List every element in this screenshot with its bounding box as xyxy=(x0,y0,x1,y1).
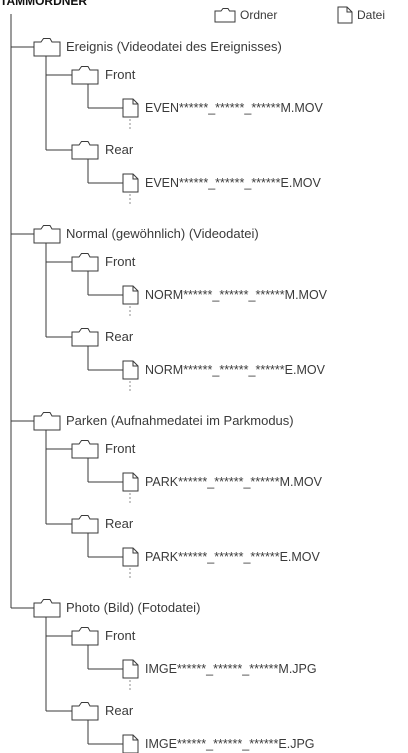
continuation-dot xyxy=(129,306,131,308)
continuation-dot xyxy=(129,202,131,204)
continuation-dot xyxy=(129,389,131,391)
group-folder-label: Photo (Bild) (Fotodatei) xyxy=(66,600,201,615)
file-icon xyxy=(122,659,139,679)
continuation-dot xyxy=(129,310,131,312)
continuation-dot xyxy=(129,568,131,570)
continuation-dot xyxy=(129,680,131,682)
folder-icon xyxy=(71,440,99,459)
front-folder-label: Front xyxy=(105,254,136,269)
rear-folder-label: Rear xyxy=(105,329,134,344)
file-icon xyxy=(337,6,353,24)
continuation-dot xyxy=(129,381,131,383)
file-icon xyxy=(122,173,139,193)
file-name-label: IMGE******_******_******M.JPG xyxy=(145,662,317,676)
continuation-dot xyxy=(129,198,131,200)
file-name-label: NORM******_******_******E.MOV xyxy=(145,363,325,377)
folder-icon xyxy=(71,328,99,347)
front-folder-label: Front xyxy=(105,67,136,82)
folder-icon xyxy=(33,225,61,244)
file-icon xyxy=(122,547,139,567)
continuation-dot xyxy=(129,497,131,499)
rear-folder-label: Rear xyxy=(105,703,134,718)
file-name-label: EVEN******_******_******M.MOV xyxy=(145,101,323,115)
folder-icon xyxy=(71,66,99,85)
file-icon xyxy=(122,98,139,118)
front-folder-label: Front xyxy=(105,628,136,643)
folder-icon xyxy=(214,8,236,23)
file-name-label: IMGE******_******_******E.JPG xyxy=(145,737,315,751)
continuation-dot xyxy=(129,385,131,387)
legend-folder-label: Ordner xyxy=(240,8,278,22)
file-name-label: PARK******_******_******E.MOV xyxy=(145,550,320,564)
root-folder-label: TAMMORDNER xyxy=(0,0,88,8)
folder-icon xyxy=(71,253,99,272)
file-icon xyxy=(122,360,139,380)
file-name-label: PARK******_******_******M.MOV xyxy=(145,475,322,489)
folder-icon xyxy=(71,515,99,534)
group-folder-label: Parken (Aufnahmedatei im Parkmodus) xyxy=(66,413,294,428)
continuation-dot xyxy=(129,572,131,574)
rear-folder-label: Rear xyxy=(105,142,134,157)
continuation-dot xyxy=(129,119,131,121)
folder-icon xyxy=(33,599,61,618)
continuation-dot xyxy=(129,127,131,129)
front-folder-label: Front xyxy=(105,441,136,456)
file-name-label: NORM******_******_******M.MOV xyxy=(145,288,328,302)
continuation-dot xyxy=(129,501,131,503)
file-icon xyxy=(122,472,139,492)
folder-icon xyxy=(71,627,99,646)
continuation-dot xyxy=(129,688,131,690)
folder-icon xyxy=(33,38,61,57)
continuation-dot xyxy=(129,576,131,578)
group-folder-label: Normal (gewöhnlich) (Videodatei) xyxy=(66,226,259,241)
folder-icon xyxy=(71,702,99,721)
continuation-dot xyxy=(129,194,131,196)
folder-icon xyxy=(71,141,99,160)
file-icon xyxy=(122,285,139,305)
continuation-dot xyxy=(129,684,131,686)
file-icon xyxy=(122,734,139,753)
file-name-label: EVEN******_******_******E.MOV xyxy=(145,176,321,190)
continuation-dot xyxy=(129,493,131,495)
legend-file-label: Datei xyxy=(357,8,386,22)
folder-icon xyxy=(33,412,61,431)
continuation-dot xyxy=(129,314,131,316)
group-folder-label: Ereignis (Videodatei des Ereignisses) xyxy=(66,39,282,54)
rear-folder-label: Rear xyxy=(105,516,134,531)
continuation-dot xyxy=(129,123,131,125)
